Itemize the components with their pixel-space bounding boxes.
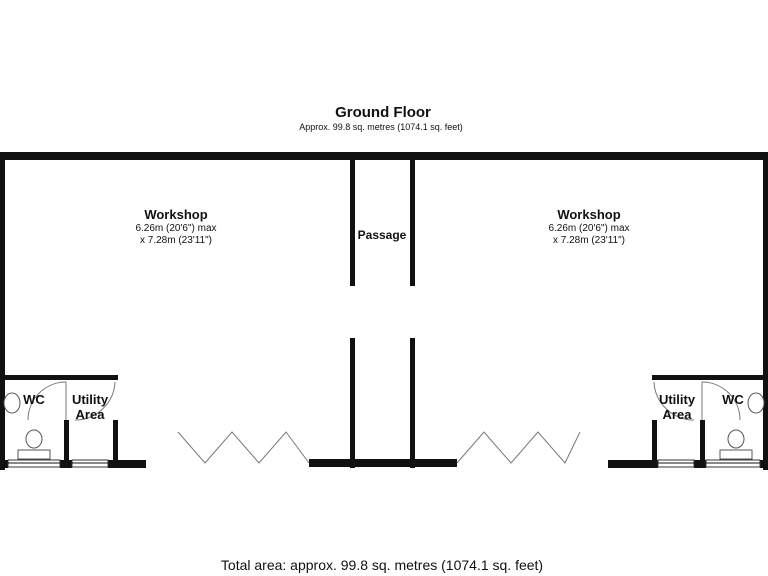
- floor-area: Approx. 99.8 sq. metres (1074.1 sq. feet…: [299, 122, 463, 132]
- right-wc-toilet-bowl: [727, 429, 745, 449]
- right-outer-wall: [763, 152, 768, 470]
- left-utility-right-wall: [113, 420, 118, 462]
- total-area: Total area: approx. 99.8 sq. metres (107…: [221, 557, 543, 573]
- right-wc-basin: [747, 392, 765, 414]
- bottom-wall-left-a: [0, 460, 8, 468]
- bottom-wall-right-a: [608, 460, 658, 468]
- workshop-left-name: Workshop: [144, 207, 207, 222]
- workshop-right-name: Workshop: [557, 207, 620, 222]
- top-wall: [0, 152, 768, 160]
- left-utility-top-wall: [0, 375, 118, 380]
- passage-wall-right-lower: [410, 338, 415, 468]
- passage-wall-left-lower: [350, 338, 355, 468]
- left-wc-toilet-cistern: [17, 449, 51, 460]
- right-utility-top-wall: [652, 375, 768, 380]
- right-utility-left-wall: [652, 420, 657, 462]
- utility-right-line1: Utility: [659, 392, 696, 407]
- workshop-right-dim2: x 7.28m (23'11"): [553, 235, 625, 246]
- wc-right-name: WC: [722, 392, 744, 407]
- workshop-left-dim2: x 7.28m (23'11"): [140, 235, 212, 246]
- left-wc-door-swing: [27, 381, 67, 421]
- bottom-wall-right-c: [760, 460, 768, 468]
- right-bifold-door: [456, 431, 581, 464]
- left-utility-door-swing: [74, 381, 116, 421]
- workshop-right-dim1: 6.26m (20'6") max: [548, 223, 629, 234]
- bottom-wall-left-c: [108, 460, 146, 468]
- left-wc-toilet-bowl: [25, 429, 43, 449]
- right-utility-door-swing: [653, 381, 695, 421]
- left-wc-basin: [3, 392, 21, 414]
- bottom-wall-right-b: [694, 460, 706, 468]
- wc-left-name: WC: [23, 392, 45, 407]
- right-wc-door-swing: [701, 381, 741, 421]
- passage-name: Passage: [358, 228, 407, 242]
- passage-wall-left-upper: [350, 160, 355, 286]
- left-wc-divider-wall: [64, 420, 69, 462]
- bottom-wall-centre: [309, 459, 457, 467]
- left-outer-wall: [0, 152, 5, 470]
- passage-wall-right-upper: [410, 160, 415, 286]
- workshop-left-dim1: 6.26m (20'6") max: [135, 223, 216, 234]
- right-wc-toilet-cistern: [719, 449, 753, 460]
- utility-left-line1: Utility: [72, 392, 109, 407]
- right-wc-divider-wall: [700, 420, 705, 462]
- left-bifold-door: [177, 431, 310, 464]
- utility-left-line2: Area: [76, 407, 106, 422]
- utility-right-line2: Area: [663, 407, 693, 422]
- bottom-wall-left-b: [60, 460, 72, 468]
- floor-title: Ground Floor: [335, 104, 431, 121]
